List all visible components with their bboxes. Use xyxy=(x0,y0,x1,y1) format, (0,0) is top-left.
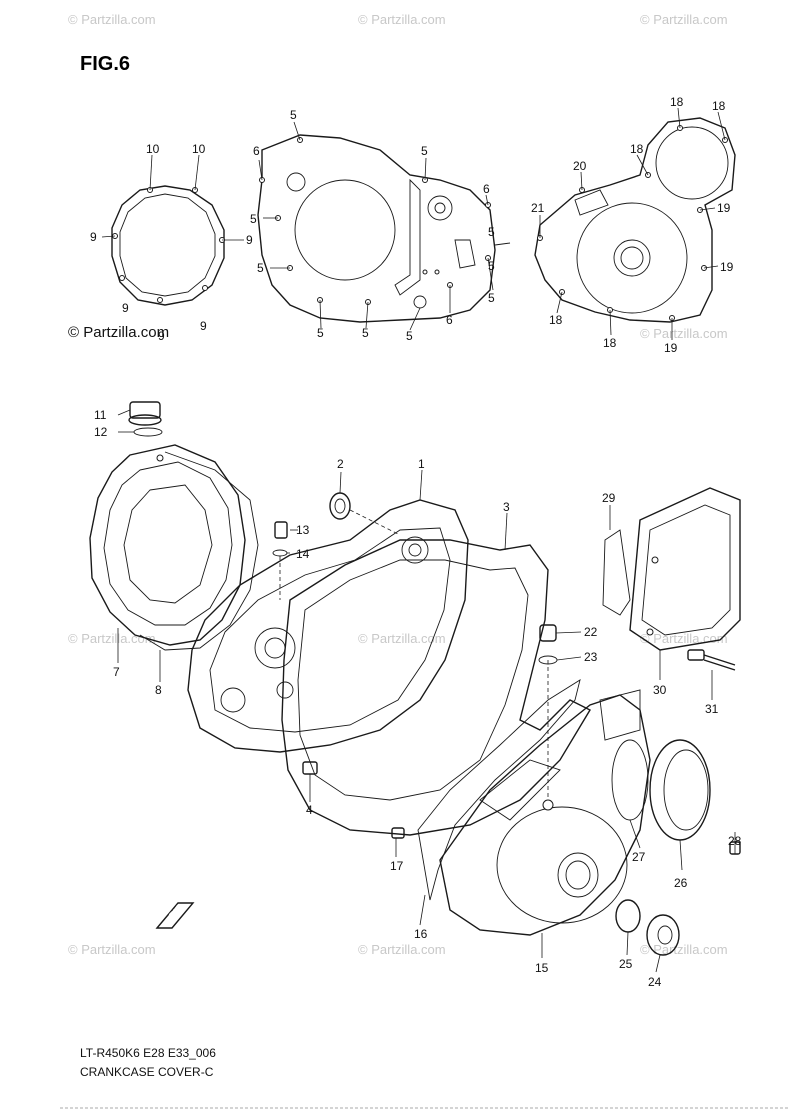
callout: 18 xyxy=(670,95,684,109)
callout: 13 xyxy=(296,523,310,537)
oil-seal xyxy=(329,492,351,520)
gasket-crankcase-inner xyxy=(297,559,529,801)
crankcase-cover xyxy=(187,499,469,753)
callout: 9 xyxy=(158,329,165,343)
callout: 21 xyxy=(531,201,545,215)
callout: 18 xyxy=(603,336,617,350)
o-ring xyxy=(615,899,641,933)
figure-title: FIG.6 xyxy=(80,53,130,75)
gasket-magneto-cover xyxy=(417,679,581,901)
watermark: © Partzilla.com xyxy=(358,942,446,957)
watermark: © Partzilla.com xyxy=(640,942,728,957)
leader-lines xyxy=(101,107,726,340)
bolt-and-washer xyxy=(272,521,288,557)
inspection-cover xyxy=(611,739,741,855)
callout: 10 xyxy=(146,142,160,156)
watermark: © Partzilla.com xyxy=(358,12,446,27)
callout: 5 xyxy=(362,326,369,340)
callout: 6 xyxy=(483,182,490,196)
callout: 6 xyxy=(446,313,453,327)
callout: 19 xyxy=(720,260,734,274)
callout: 8 xyxy=(155,683,162,697)
callout: 23 xyxy=(584,650,598,664)
callouts-top: 10 10 9 9 9 9 9 5 6 5 5 6 5 5 5 5 5 5 6 … xyxy=(90,95,734,355)
callout: 5 xyxy=(488,225,495,239)
model-code: LT-R450K6 E28 E33_006 xyxy=(80,1046,216,1060)
callout: 2 xyxy=(337,457,344,471)
gasket-crankcase xyxy=(281,539,591,836)
callout: 31 xyxy=(705,702,719,716)
callout: 5 xyxy=(290,108,297,122)
watermark: © Partzilla.com xyxy=(640,326,728,341)
callout: 5 xyxy=(250,212,257,226)
callout: 15 xyxy=(535,961,549,975)
callout: 25 xyxy=(619,957,633,971)
callout: 28 xyxy=(728,834,742,848)
callout: 9 xyxy=(122,301,129,315)
leader-lines-main xyxy=(117,409,736,973)
callout: 5 xyxy=(317,326,324,340)
callout: 9 xyxy=(200,319,207,333)
gasket-clutch-cover xyxy=(139,451,259,651)
callout: 9 xyxy=(246,233,253,247)
watermark: © Partzilla.com xyxy=(68,12,156,27)
callout: 4 xyxy=(306,803,313,817)
watermark: © Partzilla.com xyxy=(68,631,156,646)
callout: 5 xyxy=(421,144,428,158)
dowel-pin xyxy=(391,827,405,839)
callout: 12 xyxy=(94,425,108,439)
callout: 11 xyxy=(94,408,107,422)
callout: 18 xyxy=(712,99,726,113)
callout: 22 xyxy=(584,625,598,639)
section-title: CRANKCASE COVER-C xyxy=(80,1065,214,1079)
callout: 6 xyxy=(253,144,260,158)
callouts-main: 11 12 2 1 3 13 14 29 7 8 22 23 30 31 4 2… xyxy=(94,408,742,989)
watermark-prominent: © Partzilla.com xyxy=(68,324,169,341)
watermark: © Partzilla.com xyxy=(358,631,446,646)
callout: 3 xyxy=(503,500,510,514)
inspection-plug xyxy=(646,914,680,956)
callout: 5 xyxy=(406,329,413,343)
watermark: © Partzilla.com xyxy=(640,12,728,27)
watermarks: © Partzilla.com © Partzilla.com © Partzi… xyxy=(68,12,728,957)
callout: 19 xyxy=(717,201,731,215)
callout: 26 xyxy=(674,876,688,890)
watermark: © Partzilla.com xyxy=(68,942,156,957)
callout: 5 xyxy=(257,261,264,275)
oil-filler-cap xyxy=(128,401,163,437)
callout: 24 xyxy=(648,975,662,989)
bolt xyxy=(687,649,736,671)
sprocket-cover xyxy=(629,487,741,651)
callout: 18 xyxy=(630,142,644,156)
callout: 30 xyxy=(653,683,667,697)
callout: 14 xyxy=(296,547,310,561)
callout: 18 xyxy=(549,313,563,327)
gasket-clutch-outer xyxy=(111,185,225,306)
callout: 29 xyxy=(602,491,616,505)
callout: 1 xyxy=(418,457,425,471)
gasket-sprocket-cover xyxy=(602,529,631,616)
callout: 17 xyxy=(390,859,404,873)
callout: 7 xyxy=(113,665,120,679)
dowel-pin xyxy=(302,761,318,775)
callout: 19 xyxy=(664,341,678,355)
callout: 10 xyxy=(192,142,206,156)
gasket-crankcase-cover xyxy=(257,134,511,323)
magneto-cover xyxy=(439,689,651,936)
callout: 9 xyxy=(90,230,97,244)
fwd-arrow-icon: FWD xyxy=(155,902,195,929)
callout: 5 xyxy=(488,291,495,305)
callout: 16 xyxy=(414,927,428,941)
callout: 20 xyxy=(573,159,587,173)
callout: 27 xyxy=(632,850,646,864)
callout: 5 xyxy=(488,259,495,273)
clutch-cover-outer xyxy=(89,444,246,646)
